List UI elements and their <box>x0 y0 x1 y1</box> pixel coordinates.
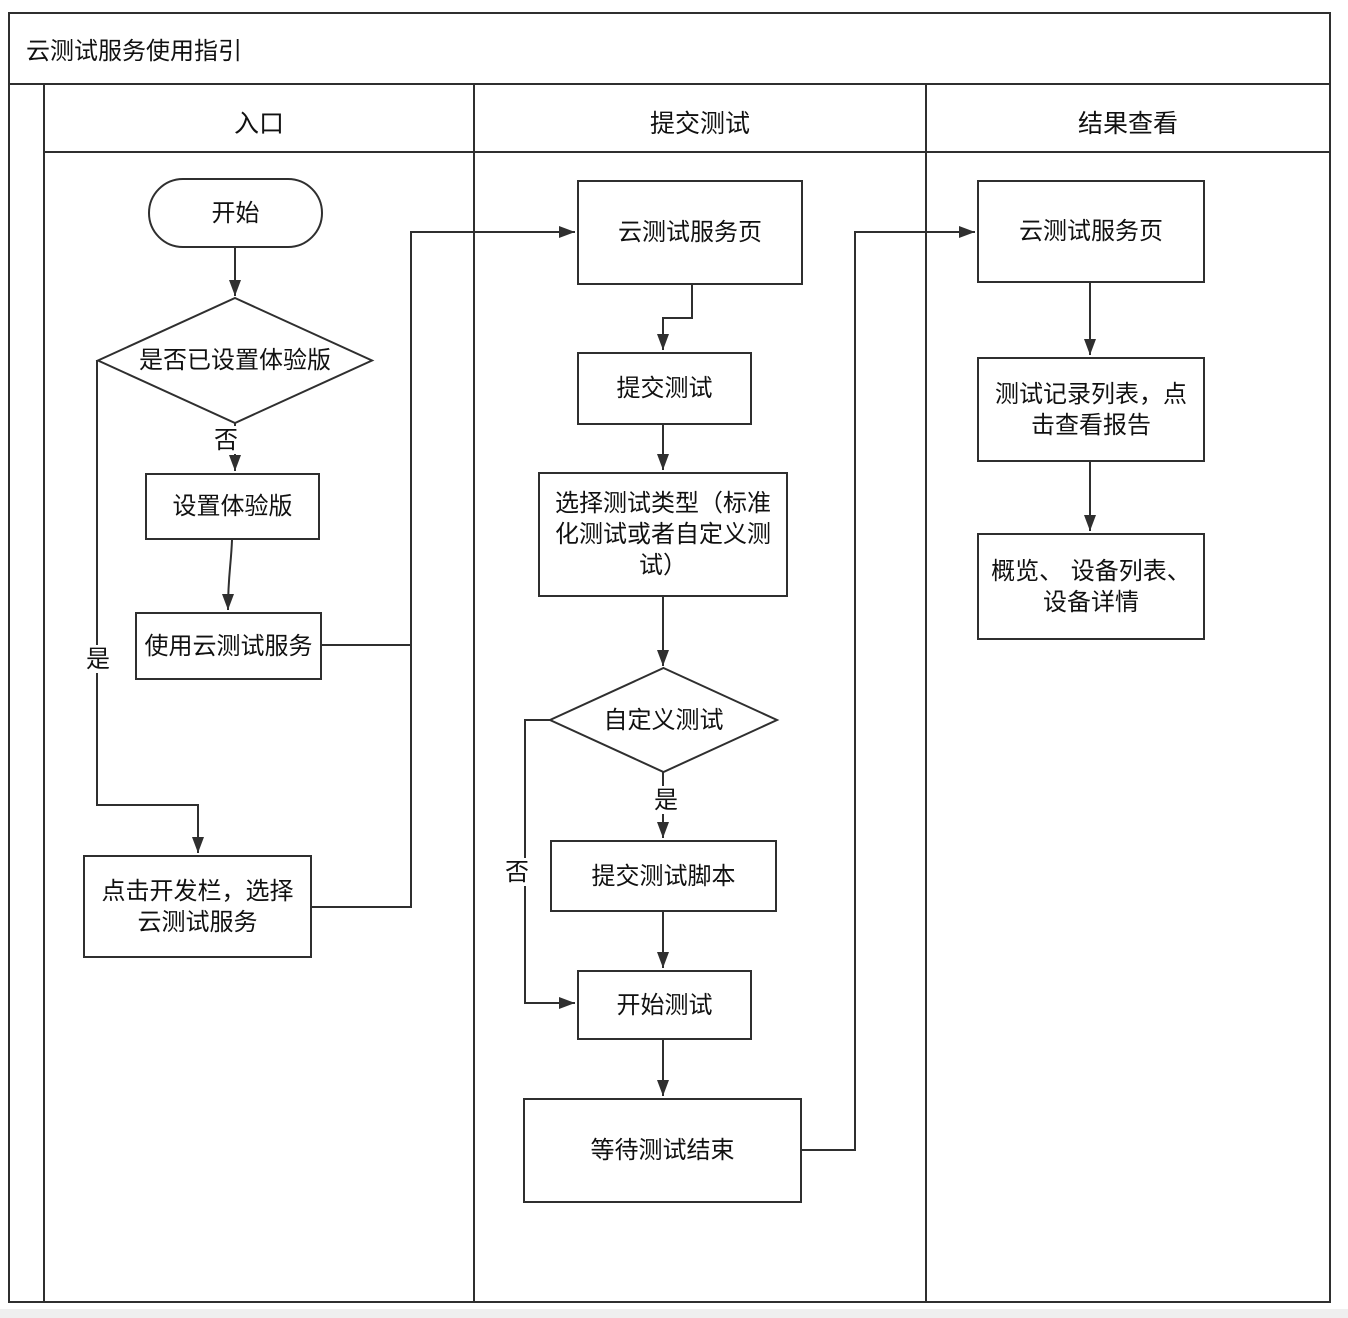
lane-header-divider <box>45 151 1329 153</box>
node-wait-test-finish: 等待测试结束 <box>523 1098 802 1203</box>
lane-divider-2 <box>925 85 927 1302</box>
edge-wait-to-cloud-page-result <box>802 226 975 1151</box>
node-setup-trial-version: 设置体验版 <box>145 473 320 540</box>
node-overview-device-list-detail: 概览、 设备列表、 设备详情 <box>977 533 1205 640</box>
pool-title-bar: 云测试服务使用指引 <box>10 14 1329 85</box>
edge-decision-yes-to-clickdev <box>96 360 204 853</box>
start-node: 开始 <box>148 178 323 248</box>
node-start-test: 开始测试 <box>577 970 752 1040</box>
node-cloud-test-service-page-result: 云测试服务页 <box>977 180 1205 283</box>
lane-header-submit-test: 提交测试 <box>649 109 750 138</box>
edge-cloudpage-to-submit <box>657 285 693 350</box>
edge-label-no-custom: 否 <box>503 858 531 886</box>
decision-custom-test-label: 自定义测试 <box>603 705 724 734</box>
lane-header-view-results: 结果查看 <box>1077 109 1178 138</box>
decision-shape-has-trial-version <box>95 296 375 425</box>
node-click-dev-bar: 点击开发栏，选择 云测试服务 <box>83 855 312 958</box>
node-submit-test-script: 提交测试脚本 <box>550 840 777 912</box>
decision-has-trial-version-label: 是否已设置体验版 <box>139 346 331 374</box>
edge-setup-to-use <box>222 539 235 611</box>
node-select-test-type: 选择测试类型（标准 化测试或者自定义测 试） <box>538 472 788 597</box>
edge-label-no-trial: 否 <box>212 426 240 454</box>
node-test-record-list: 测试记录列表，点 击查看报告 <box>977 357 1205 462</box>
edge-label-yes-custom: 是 <box>652 786 680 814</box>
decision-shape-custom-test <box>547 666 780 774</box>
page-footer-strip <box>0 1309 1348 1318</box>
diagram-title: 云测试服务使用指引 <box>26 37 242 65</box>
node-cloud-test-service-page-submit: 云测试服务页 <box>577 180 803 285</box>
lane-divider-1 <box>473 85 475 1302</box>
lane-header-entry: 入口 <box>233 109 284 138</box>
edge-junction-to-cloud-page-submit <box>410 226 575 908</box>
pool-left-strip-divider <box>43 85 45 1302</box>
node-submit-test: 提交测试 <box>577 352 752 425</box>
edge-label-yes-trial: 是 <box>84 645 112 673</box>
node-use-cloud-test-service: 使用云测试服务 <box>135 612 322 680</box>
